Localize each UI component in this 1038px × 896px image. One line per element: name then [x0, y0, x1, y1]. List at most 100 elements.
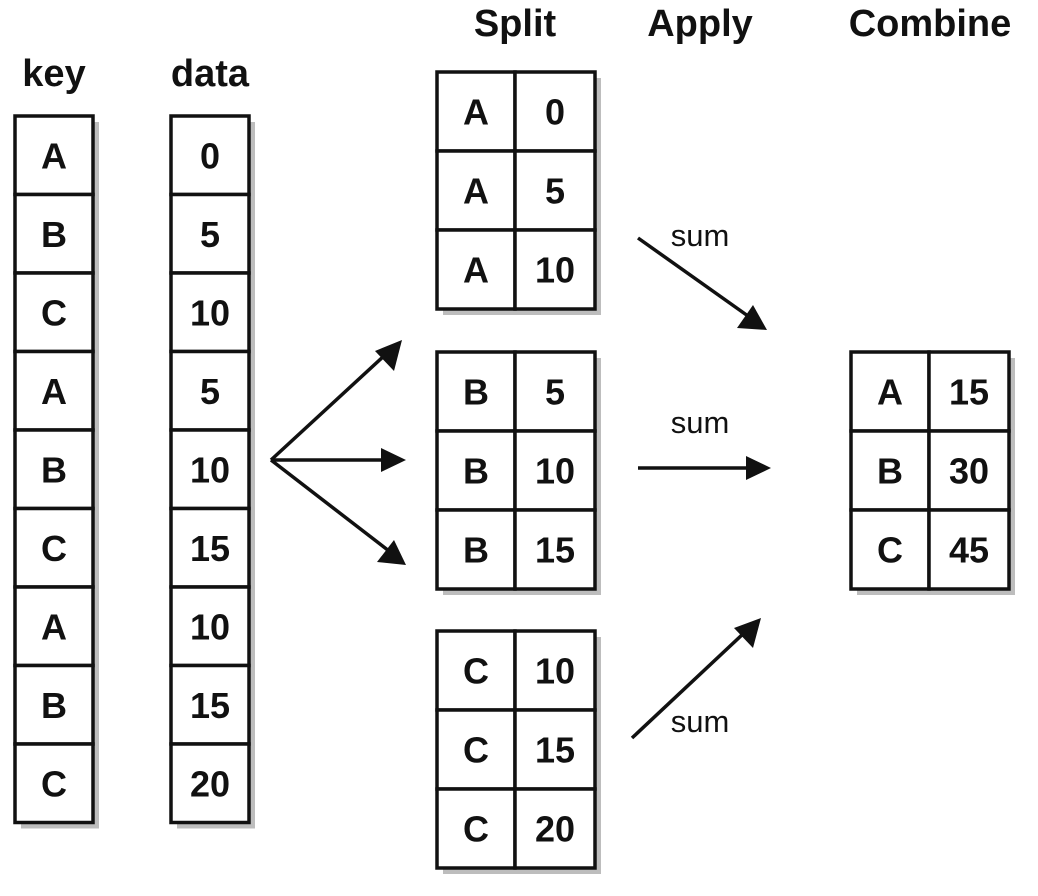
data-cell-value: 0 [200, 135, 220, 176]
key-cell: B [13, 428, 95, 511]
combined-cell-box [927, 508, 1011, 591]
combined-cell: 45 [927, 508, 1011, 591]
split-cell-value: A [463, 250, 489, 291]
split-cell: B [435, 508, 517, 591]
data-cell: 0 [169, 114, 251, 197]
apply-arrow-c: sum [630, 618, 761, 740]
combined-cell-value: B [877, 451, 903, 492]
split-cell-value: 5 [545, 171, 565, 212]
split-cell-value: 5 [545, 372, 565, 413]
split-cell: A [435, 70, 517, 153]
combined-cell-value: 30 [949, 451, 989, 492]
key-cell-value: B [41, 449, 67, 490]
data-cell-value: 5 [200, 371, 220, 412]
apply-arrows: sum sum sum [630, 218, 771, 740]
key-cell-box [13, 585, 95, 668]
split-arrow-down [269, 458, 406, 565]
data-cell-value: 15 [190, 528, 230, 569]
data-cell: 5 [169, 349, 251, 432]
split-cell: C [435, 708, 517, 791]
split-cell: C [435, 787, 517, 870]
split-cell-value: 20 [535, 809, 575, 850]
split-cell-value: B [463, 372, 489, 413]
split-cell: 15 [513, 708, 597, 791]
data-cell-value: 10 [190, 449, 230, 490]
data-cell-value: 5 [200, 214, 220, 255]
split-cell-box [513, 708, 597, 791]
split-cell-value: C [463, 651, 489, 692]
key-cell: A [13, 114, 95, 197]
split-cell-value: C [463, 730, 489, 771]
data-cell: 10 [169, 428, 251, 511]
key-cell-value: A [41, 606, 67, 647]
key-cell-box [13, 663, 95, 746]
split-cell: A [435, 228, 517, 311]
apply-arrow-a: sum [636, 218, 767, 330]
combined-cell: A [849, 350, 931, 433]
split-cell-value: 10 [535, 651, 575, 692]
combined-cell-value: A [877, 372, 903, 413]
split-cell-value: B [463, 530, 489, 571]
key-cell: A [13, 349, 95, 432]
split-cell-value: C [463, 809, 489, 850]
combined-table: A 15B 30C 45 [849, 350, 1015, 595]
split-cell: 15 [513, 508, 597, 591]
combined-cell-value: 45 [949, 530, 989, 571]
split-cell-value: 0 [545, 92, 565, 133]
split-cell-value: 10 [535, 451, 575, 492]
data-cell-box [169, 585, 251, 668]
key-cell: C [13, 506, 95, 589]
data-cell-box [169, 428, 251, 511]
apply-op-label: sum [671, 405, 730, 440]
split-cell-box [513, 429, 597, 512]
key-cell-box [13, 742, 95, 825]
combined-cell-box [849, 508, 931, 591]
data-header: data [171, 53, 250, 95]
split-arrows [269, 340, 406, 565]
apply-header: Apply [647, 3, 753, 45]
key-cell-box [13, 114, 95, 197]
key-cell-value: C [41, 292, 67, 333]
key-cell-value: C [41, 763, 67, 804]
split-cell-box [513, 629, 597, 712]
split-cell-box [435, 508, 517, 591]
data-column: 0 5 10 5 10 15 10 15 20 [169, 114, 255, 829]
key-header: key [22, 53, 85, 95]
split-cell: 5 [513, 350, 597, 433]
key-cell-value: A [41, 135, 67, 176]
key-cell-value: B [41, 214, 67, 255]
split-arrow-middle [271, 448, 406, 472]
split-cell: 0 [513, 70, 597, 153]
combined-cell-value: C [877, 530, 903, 571]
data-cell: 10 [169, 585, 251, 668]
data-cell-value: 10 [190, 606, 230, 647]
split-cell: 10 [513, 429, 597, 512]
combined-cell-value: 15 [949, 372, 989, 413]
data-cell-box [169, 349, 251, 432]
combined-cell: C [849, 508, 931, 591]
split-cell-box [435, 787, 517, 870]
split-cell: A [435, 149, 517, 232]
key-cell: B [13, 663, 95, 746]
split-cell-box [435, 708, 517, 791]
split-cell-box [435, 228, 517, 311]
data-cell: 5 [169, 192, 251, 275]
split-cell-box [513, 350, 597, 433]
data-cell-box [169, 742, 251, 825]
data-cell: 10 [169, 271, 251, 354]
data-cell: 15 [169, 663, 251, 746]
data-cell: 15 [169, 506, 251, 589]
split-cell-value: B [463, 451, 489, 492]
apply-op-label: sum [671, 218, 730, 253]
key-cell: A [13, 585, 95, 668]
data-cell: 20 [169, 742, 251, 825]
split-cell: B [435, 429, 517, 512]
data-cell-value: 15 [190, 685, 230, 726]
combined-cell-box [927, 350, 1011, 433]
